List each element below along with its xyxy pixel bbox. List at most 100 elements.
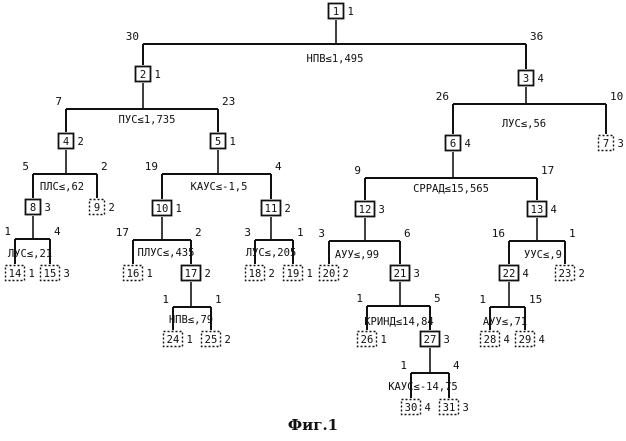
right-weight: 2 [101,160,108,173]
node-count: 4 [523,268,529,280]
right-weight: 2 [195,226,202,239]
split-rule-label: АУУ≤,71 [483,316,527,328]
node-id: 10 [156,203,169,215]
node-11: 112 [262,201,291,216]
node-count: 1 [230,136,236,148]
node-id: 2 [140,69,146,81]
left-weight: 1 [356,292,363,305]
split-5: 19 4КАУС≤-1,5 [145,150,282,199]
leaf-node-16: 16 1 [124,266,153,281]
split-27: 14КАУС≤-14,75 [388,348,460,398]
split-17: 11НПВ≤,79 [162,282,221,330]
node-id: 14 [9,268,22,280]
left-weight: 3 [244,226,251,239]
node-id: 15 [44,268,57,280]
right-weight: 15 [529,293,542,306]
split-rule-label: КАУС≤-1,5 [191,181,248,193]
split-4: 52ПЛС≤,62 [22,150,107,198]
node-count: 2 [225,334,231,346]
left-weight: 7 [55,95,62,108]
right-weight: 1 [569,227,576,240]
node-2: 21 [136,67,161,82]
node-count: 1 [147,268,153,280]
right-weight: 4 [275,160,282,173]
node-count: 3 [64,268,70,280]
right-weight: 1 [297,226,304,239]
node-id: 1 [333,6,339,18]
split-8: 14ЛУС≤,21 [4,216,61,264]
node-id: 28 [484,334,497,346]
node-count: 4 [539,334,545,346]
leaf-node-25: 25 2 [202,332,231,347]
left-weight: 3 [318,227,325,240]
split-rule-label: СРРАД≤15,565 [413,183,489,195]
split-13: 161УУС≤,9 [492,218,576,264]
node-count: 2 [205,268,211,280]
node-id: 23 [559,268,572,280]
split-11: 31ЛУС≤,205 [244,217,303,264]
split-rule-label: АУУ≤,99 [335,249,379,261]
leaf-node-7: 73 [599,136,624,151]
split-3: 2610ЛУС≤,56 [436,87,624,134]
left-weight: 9 [354,164,361,177]
right-weight: 10 [610,90,623,103]
node-count: 4 [538,73,544,85]
split-rule-label: НПВ≤1,495 [307,53,364,65]
left-weight: 19 [145,160,158,173]
node-count: 1 [187,334,193,346]
node-count: 2 [343,268,349,280]
node-id: 30 [405,402,418,414]
node-12: 123 [356,202,385,217]
split-rule-label: ПЛС≤,62 [40,181,84,193]
leaf-node-29: 294 [516,332,545,347]
node-id: 9 [94,202,100,214]
left-weight: 1 [4,225,11,238]
node-id: 27 [424,334,437,346]
left-weight: 1 [479,293,486,306]
split-rule-label: ЛУС≤,56 [502,118,546,130]
leaf-node-24: 241 [164,332,193,347]
node-id: 25 [205,334,218,346]
leaf-node-9: 92 [90,200,115,215]
node-id: 12 [359,204,372,216]
right-weight: 36 [530,30,543,43]
leaf-node-15: 15 3 [41,266,70,281]
leaf-node-31: 313 [440,400,469,415]
node-id: 8 [30,202,36,214]
node-count: 3 [444,334,450,346]
leaf-node-18: 182 [246,266,275,281]
node-22: 22 4 [500,266,529,281]
leaf-node-30: 304 [402,400,431,415]
node-id: 26 [361,334,374,346]
node-5: 51 [211,134,236,149]
right-weight: 4 [453,359,460,372]
node-id: 19 [287,268,300,280]
node-id: 13 [531,204,544,216]
node-17: 172 [182,266,211,281]
left-weight: 30 [126,30,139,43]
split-10: 172ПЛУС≤,435 [116,217,202,264]
split-rule-label: НПВ≤,79 [169,314,213,326]
right-weight: 17 [541,164,554,177]
node-count: 3 [45,202,51,214]
figure-caption: Фиг.1 [0,416,626,434]
split-22: 1 15АУУ≤,71 [479,282,542,330]
node-id: 11 [265,203,278,215]
node-count: 2 [78,136,84,148]
left-weight: 1 [400,359,407,372]
node-id: 16 [127,268,140,280]
node-id: 22 [503,268,516,280]
leaf-node-20: 20 2 [320,266,349,281]
left-weight: 1 [162,293,169,306]
node-id: 20 [323,268,336,280]
right-weight: 5 [434,292,441,305]
node-13: 134 [528,202,557,217]
left-weight: 16 [492,227,505,240]
node-4: 42 [59,134,84,149]
tree-nodes: 1121344251647383921011121231341411531611… [6,4,624,415]
split-1: 30 36НПВ≤1,495 [126,20,544,69]
leaf-node-19: 191 [284,266,313,281]
leaf-node-14: 141 [6,266,35,281]
node-21: 213 [391,266,420,281]
node-id: 3 [523,73,529,85]
